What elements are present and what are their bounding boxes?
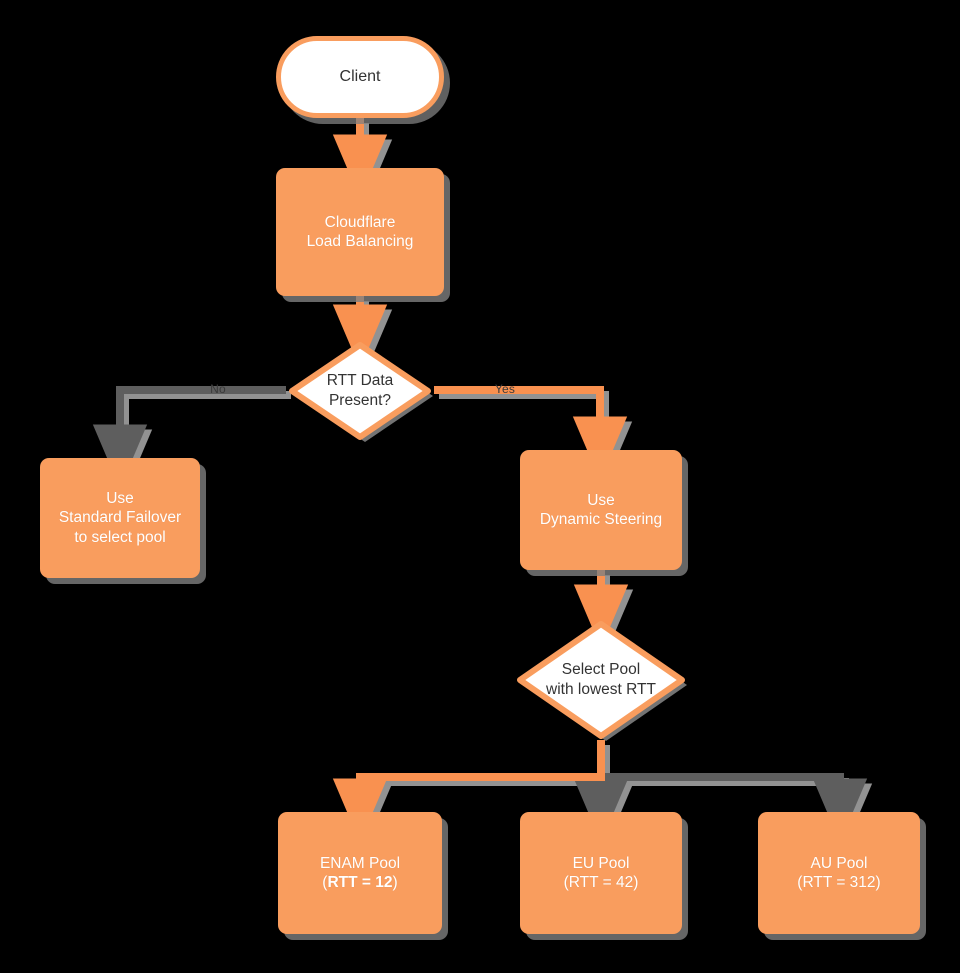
- node-enam-pool-line2: (RTT = 12): [320, 873, 400, 892]
- edge-rtt-yes-to-dynamic-steering: [434, 386, 628, 481]
- node-rtt-data-present[interactable]: RTT Data Present?: [286, 336, 434, 446]
- edge-label-yes: Yes: [494, 382, 516, 396]
- edge-select-pool-to-enam: [332, 740, 605, 843]
- node-eu-pool[interactable]: EU Pool (RTT = 42): [520, 812, 682, 934]
- paren-open: (: [322, 874, 328, 891]
- node-enam-pool[interactable]: ENAM Pool (RTT = 12): [278, 812, 442, 934]
- node-standard-failover-line1: Use: [106, 489, 134, 507]
- node-enam-pool-rtt: RTT = 12: [327, 874, 393, 891]
- node-standard-failover-line2: Standard Failover: [58, 509, 182, 527]
- node-select-pool-lowest-rtt[interactable]: Select Pool with lowest RTT: [512, 616, 690, 744]
- node-dynamic-steering[interactable]: Use Dynamic Steering: [520, 450, 682, 570]
- edge-rtt-no-to-standard-failover: [92, 386, 286, 489]
- node-cloudflare-load-balancing[interactable]: Cloudflare Load Balancing: [276, 168, 444, 296]
- node-select-pool-line1: Select Pool: [561, 660, 641, 678]
- node-dynamic-steering-line1: Use: [587, 491, 615, 509]
- node-client-label: Client: [339, 68, 381, 85]
- node-enam-pool-line1: ENAM Pool: [319, 854, 401, 872]
- node-au-pool-line2: (RTT = 312): [797, 874, 881, 891]
- node-standard-failover-line3: to select pool: [74, 528, 166, 546]
- node-dynamic-steering-line2: Dynamic Steering: [539, 511, 663, 528]
- node-load-balancing-line1: Cloudflare: [324, 213, 396, 231]
- edge-select-pool-to-au: [601, 773, 868, 843]
- node-load-balancing-line2: Load Balancing: [306, 233, 414, 250]
- diamond-shape: [517, 621, 687, 741]
- node-standard-failover[interactable]: Use Standard Failover to select pool: [40, 458, 200, 578]
- edge-label-no: No: [210, 382, 226, 396]
- node-au-pool-line1: AU Pool: [810, 854, 868, 872]
- node-rtt-line1: RTT Data: [326, 371, 394, 389]
- node-client[interactable]: Client: [276, 36, 444, 118]
- node-au-pool[interactable]: AU Pool (RTT = 312): [758, 812, 920, 934]
- node-eu-pool-line1: EU Pool: [572, 854, 630, 872]
- paren-close: ): [392, 874, 398, 891]
- node-rtt-line2: Present?: [328, 392, 392, 409]
- node-select-pool-line2: with lowest RTT: [546, 681, 656, 698]
- node-eu-pool-line2: (RTT = 42): [563, 874, 639, 891]
- diamond-shape: [289, 342, 433, 442]
